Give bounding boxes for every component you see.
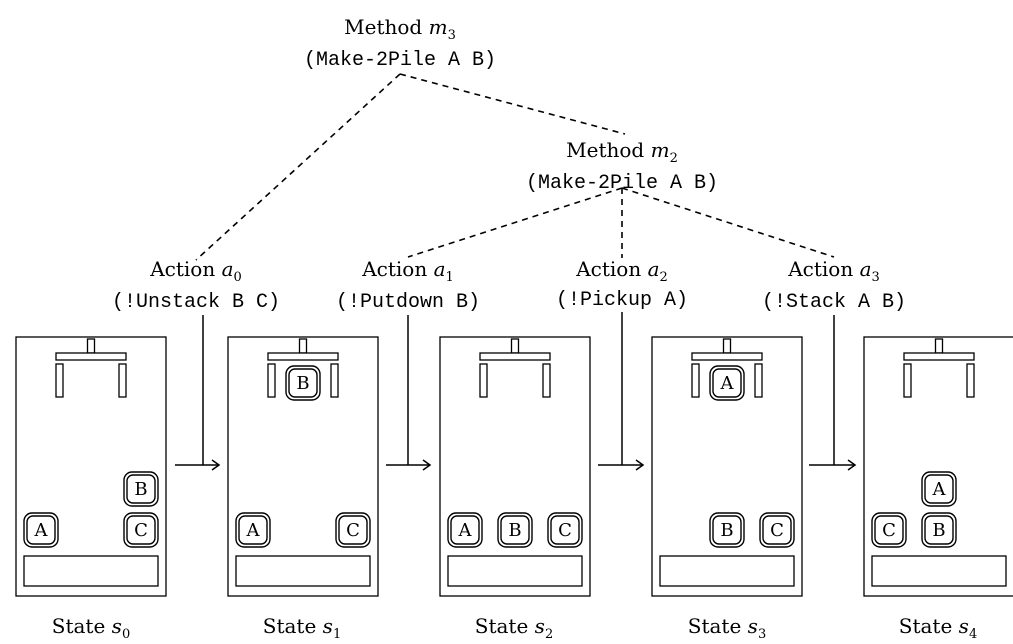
arrowhead-icon xyxy=(635,459,645,471)
block-label: A xyxy=(34,520,49,541)
edge-m3-a0 xyxy=(195,73,401,261)
table-surface xyxy=(23,555,159,587)
transition-arrow-a3 xyxy=(809,315,857,471)
block-a: A xyxy=(23,512,59,548)
edge-m2-a3 xyxy=(621,187,835,258)
block-a: A xyxy=(709,365,745,401)
block-label: B xyxy=(296,373,309,394)
transition-arrow-a0 xyxy=(175,315,221,471)
state-frame-s2: A B C xyxy=(439,336,591,597)
block-b: B xyxy=(921,512,957,548)
arrowhead-icon xyxy=(847,459,857,471)
state-label-s2: State s2 xyxy=(475,614,553,642)
state-frame-s4: C BA xyxy=(863,336,1013,597)
action-node-a1: Action a1 (!Putdown B) xyxy=(336,257,480,314)
block-b: B xyxy=(497,512,533,548)
state-frame-s1: B A C xyxy=(227,336,379,597)
gripper-icon xyxy=(479,338,551,398)
block-b: B xyxy=(709,512,745,548)
block-label: C xyxy=(770,520,784,541)
block-label: B xyxy=(508,520,521,541)
method-call: (Make-2Pile A B) xyxy=(304,49,496,72)
block-label: B xyxy=(134,479,147,500)
state-label-s1: State s1 xyxy=(263,614,341,642)
action-call: (!Pickup A) xyxy=(556,289,688,312)
edge-m3-m2 xyxy=(399,73,626,135)
block-label: B xyxy=(720,520,733,541)
block-a: A xyxy=(921,471,957,507)
block-label: B xyxy=(932,520,945,541)
action-call: (!Putdown B) xyxy=(336,291,480,314)
block-b: B xyxy=(285,365,321,401)
action-title: Action a2 xyxy=(575,257,668,285)
gripper-icon xyxy=(903,338,975,398)
gripper-icon xyxy=(691,338,763,398)
state-label-s4: State s4 xyxy=(899,614,977,642)
block-label: A xyxy=(720,373,735,394)
action-title: Action a0 xyxy=(149,257,242,285)
state-frame-s0: A CB xyxy=(15,336,167,597)
block-a: A xyxy=(235,512,271,548)
block-b: B xyxy=(123,471,159,507)
block-label: C xyxy=(346,520,360,541)
table-surface xyxy=(659,555,795,587)
block-label: A xyxy=(932,479,947,500)
edge-m2-a1 xyxy=(407,187,623,258)
transition-arrow-a1 xyxy=(386,315,432,471)
method-node-m3: Method m3 (Make-2Pile A B) xyxy=(304,15,496,72)
block-a: A xyxy=(447,512,483,548)
block-label: A xyxy=(246,520,261,541)
method-node-m2: Method m2 (Make-2Pile A B) xyxy=(526,138,718,195)
block-c: C xyxy=(547,512,583,548)
action-title: Action a3 xyxy=(787,257,880,285)
table-surface xyxy=(235,555,371,587)
transition-arrow-a2 xyxy=(598,312,645,471)
block-label: A xyxy=(458,520,473,541)
state-frame-s3: A B C xyxy=(651,336,803,597)
state-label-s0: State s0 xyxy=(52,614,130,642)
action-call: (!Stack A B) xyxy=(762,291,906,314)
state-label-s3: State s3 xyxy=(688,614,766,642)
table-surface xyxy=(447,555,583,587)
method-title: Method m2 xyxy=(566,138,678,166)
gripper-icon xyxy=(267,338,339,398)
action-node-a2: Action a2 (!Pickup A) xyxy=(556,257,688,312)
action-node-a0: Action a0 (!Unstack B C) xyxy=(112,257,280,314)
block-c: C xyxy=(759,512,795,548)
block-label: C xyxy=(882,520,896,541)
block-label: C xyxy=(134,520,148,541)
gripper-icon xyxy=(55,338,127,398)
block-label: C xyxy=(558,520,572,541)
block-c: C xyxy=(871,512,907,548)
action-node-a3: Action a3 (!Stack A B) xyxy=(762,257,906,314)
block-c: C xyxy=(123,512,159,548)
arrowhead-icon xyxy=(422,459,432,471)
action-call: (!Unstack B C) xyxy=(112,291,280,314)
table-surface xyxy=(871,555,1007,587)
method-call: (Make-2Pile A B) xyxy=(526,172,718,195)
method-title: Method m3 xyxy=(344,15,456,43)
action-title: Action a1 xyxy=(361,257,454,285)
arrowhead-icon xyxy=(211,459,221,471)
block-c: C xyxy=(335,512,371,548)
